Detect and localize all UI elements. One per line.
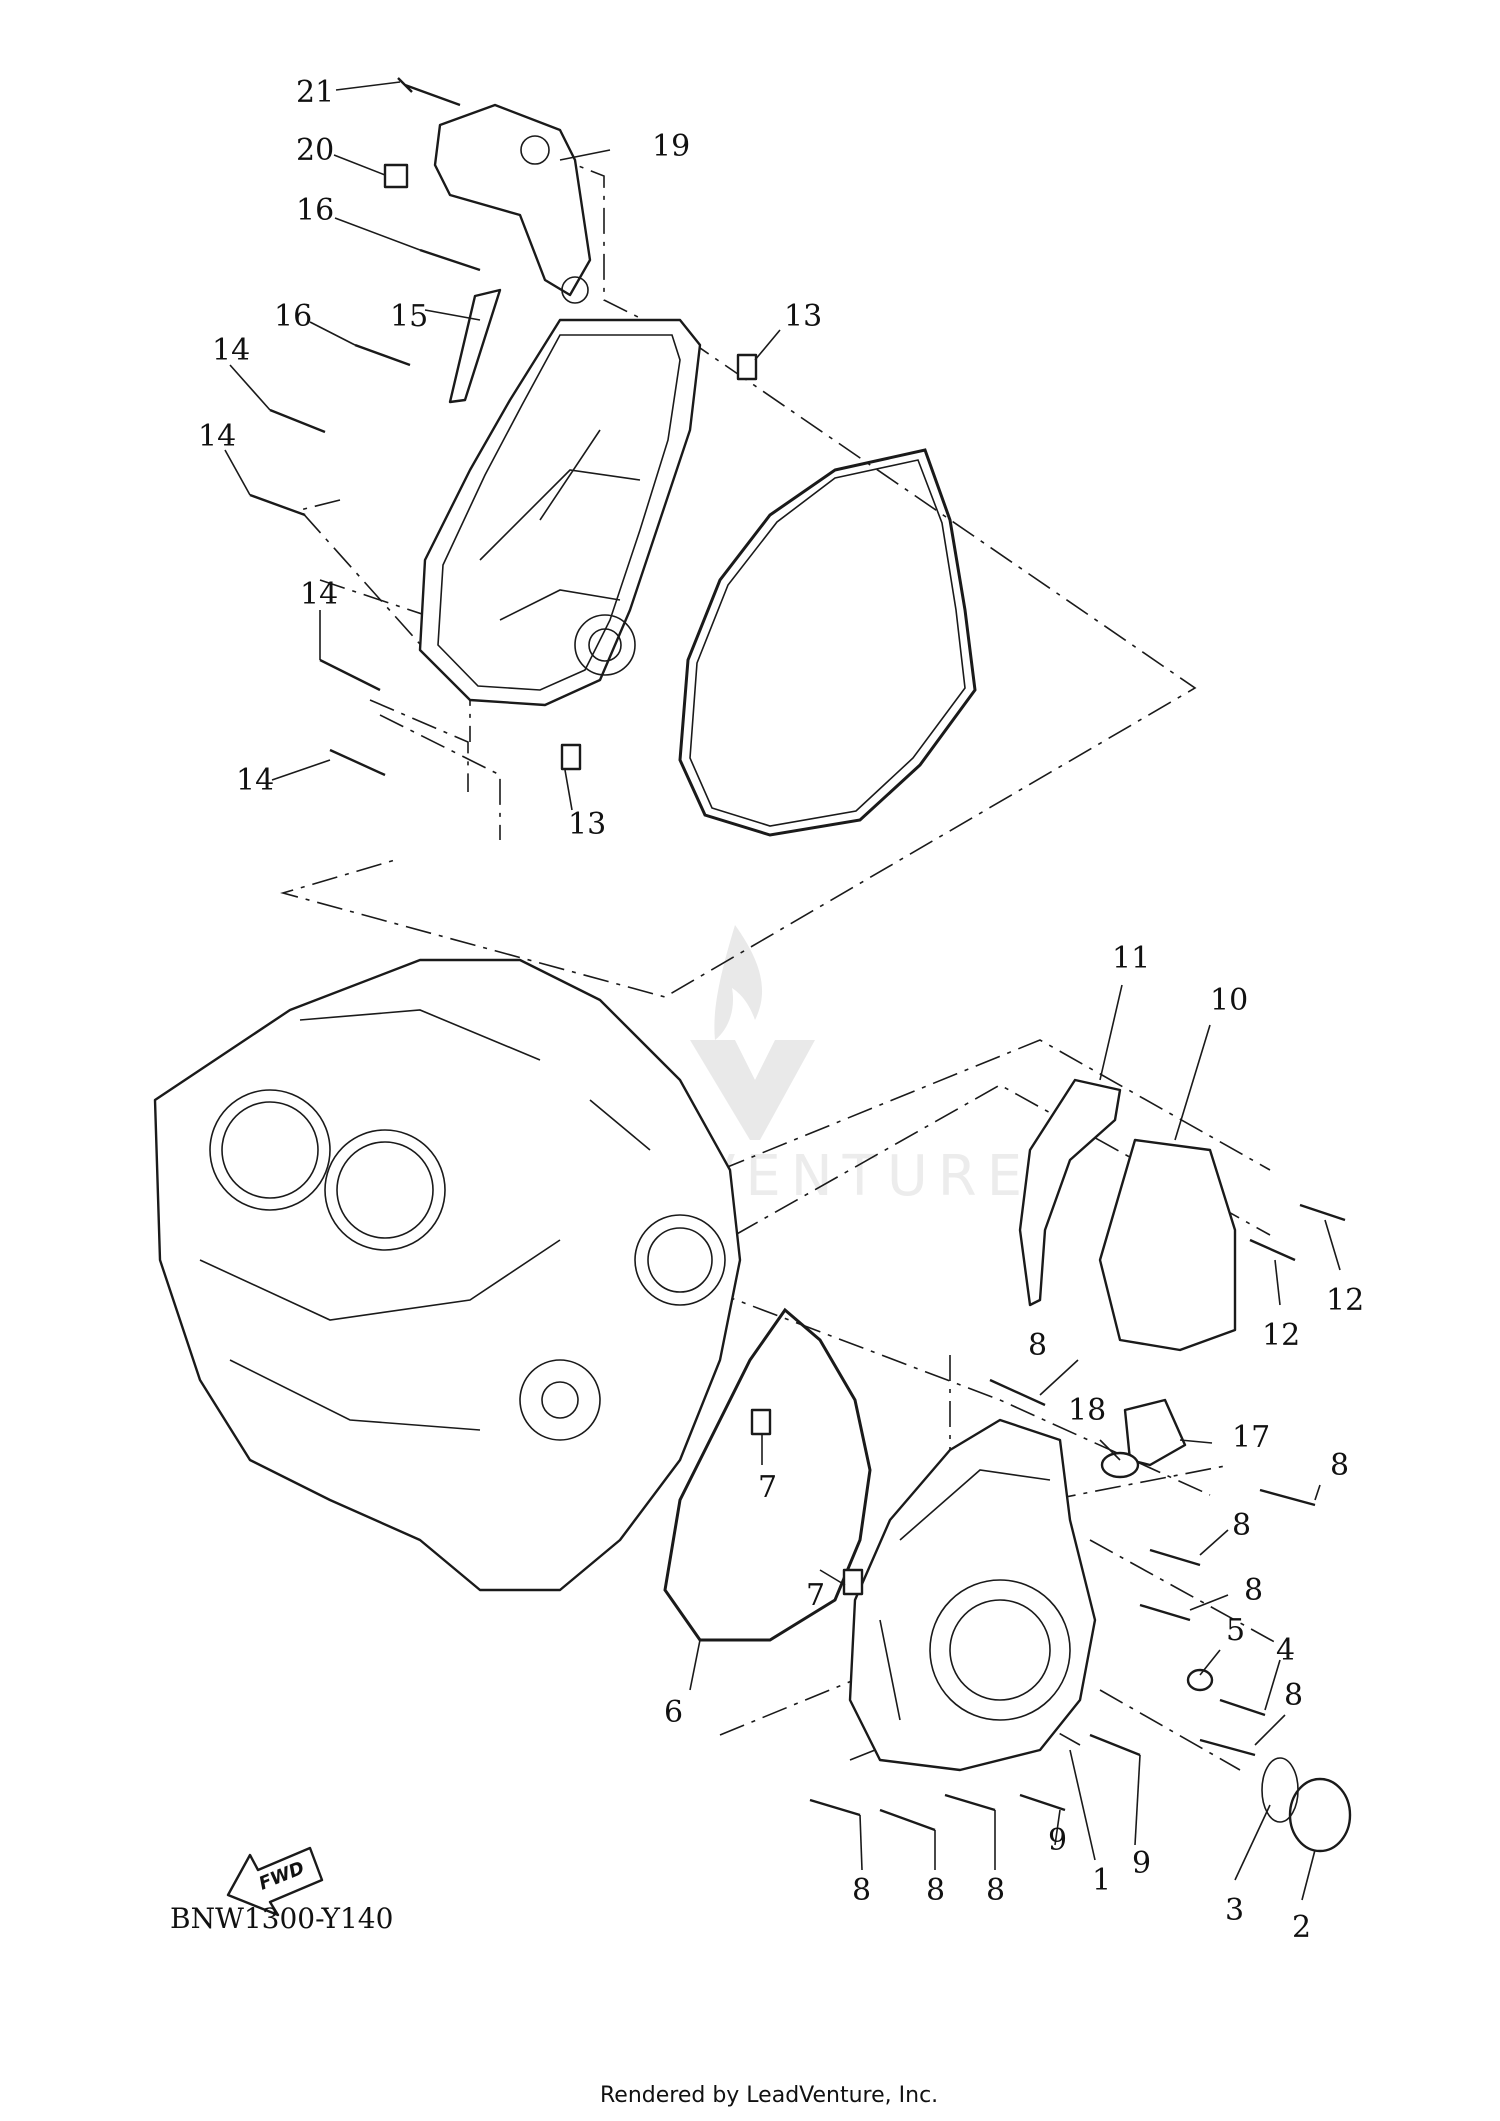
oil-filler-cap-17 xyxy=(1123,1398,1187,1467)
callout-14: 14 xyxy=(300,577,338,612)
fwd-arrow-icon: FWD xyxy=(226,1846,324,1917)
callout-8: 8 xyxy=(1232,1508,1251,1543)
callout-8: 8 xyxy=(1244,1573,1263,1608)
callout-9: 9 xyxy=(1048,1823,1067,1858)
callout-11: 11 xyxy=(1112,941,1150,976)
plug-2 xyxy=(1288,1777,1352,1853)
callout-19: 19 xyxy=(652,129,690,164)
bracket-19 xyxy=(433,103,592,297)
callout-4: 4 xyxy=(1276,1633,1295,1668)
o-ring-18 xyxy=(1100,1451,1140,1479)
callout-9: 9 xyxy=(1132,1846,1151,1881)
crankcase-cover-gasket-lower xyxy=(663,1307,872,1642)
callout-8: 8 xyxy=(986,1873,1005,1908)
callout-7: 7 xyxy=(806,1578,825,1613)
cover-10 xyxy=(1098,1138,1237,1352)
leader-lines xyxy=(224,81,1341,1901)
callout-12: 12 xyxy=(1326,1283,1364,1318)
callouts: 21 20 19 16 16 15 13 14 14 14 14 13 11 1… xyxy=(198,75,1364,1945)
callout-2: 2 xyxy=(1292,1910,1311,1945)
callout-14: 14 xyxy=(236,763,274,798)
callout-8: 8 xyxy=(1284,1678,1303,1713)
dowel-13-lower xyxy=(560,743,582,771)
callout-16: 16 xyxy=(274,299,312,334)
nut-20 xyxy=(383,163,409,189)
clutch-cover-upper xyxy=(418,318,702,707)
callout-17: 17 xyxy=(1232,1420,1270,1455)
callout-13: 13 xyxy=(784,299,822,334)
watermark-flame-icon xyxy=(714,925,763,1040)
callout-8: 8 xyxy=(852,1873,871,1908)
diagram-code: BNW1300-Y140 xyxy=(170,1902,393,1935)
callout-21: 21 xyxy=(296,75,334,110)
generator-cover xyxy=(848,1418,1097,1772)
callout-14: 14 xyxy=(212,333,250,368)
callout-8: 8 xyxy=(1028,1328,1047,1363)
bolts xyxy=(249,77,1346,1832)
crankcase xyxy=(153,958,742,1592)
washer-5 xyxy=(1186,1668,1214,1692)
callout-7: 7 xyxy=(758,1470,777,1505)
callout-8: 8 xyxy=(1330,1448,1349,1483)
guide-11 xyxy=(1018,1078,1122,1307)
watermark-v-icon xyxy=(690,1040,815,1140)
callout-5: 5 xyxy=(1226,1613,1245,1648)
dowel-7-lower xyxy=(842,1568,864,1596)
callout-3: 3 xyxy=(1225,1893,1244,1928)
callout-18: 18 xyxy=(1068,1393,1106,1428)
callout-6: 6 xyxy=(664,1695,683,1730)
crankcase-cover-gasket-upper xyxy=(678,448,977,837)
callout-14: 14 xyxy=(198,419,236,454)
callout-16: 16 xyxy=(296,193,334,228)
callout-1: 1 xyxy=(1092,1863,1111,1898)
footer-credit: Rendered by LeadVenture, Inc. xyxy=(600,2083,938,2108)
callout-8: 8 xyxy=(926,1873,945,1908)
dowel-7-upper xyxy=(750,1408,772,1436)
dowel-13-upper xyxy=(736,353,758,381)
callout-10: 10 xyxy=(1210,983,1248,1018)
stay-15 xyxy=(448,288,502,404)
callout-20: 20 xyxy=(296,133,334,168)
callout-15: 15 xyxy=(390,299,428,334)
callout-12: 12 xyxy=(1262,1318,1300,1353)
callout-13: 13 xyxy=(568,807,606,842)
